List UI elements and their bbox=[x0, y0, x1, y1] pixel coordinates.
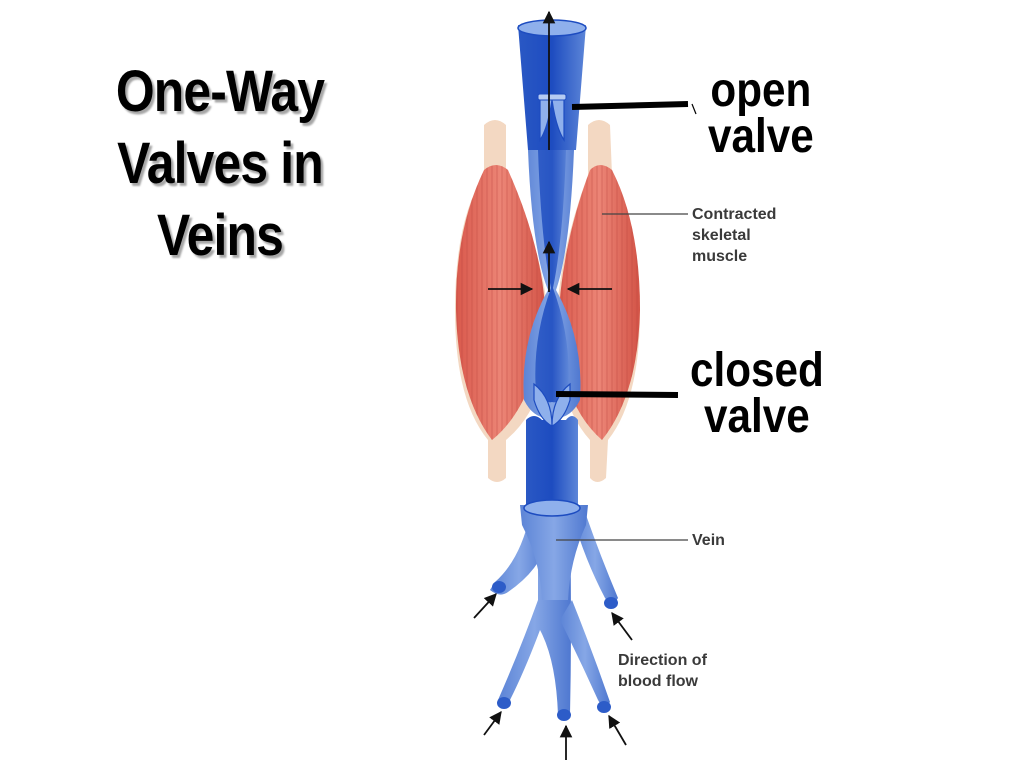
label-closed-valve: closed valve bbox=[690, 344, 824, 443]
label-contracted-muscle: Contracted skeletal muscle bbox=[692, 204, 776, 267]
arrow-inflow-1 bbox=[473, 593, 497, 619]
leader-closed-valve bbox=[555, 391, 679, 398]
label-direction-line-1: Direction of bbox=[618, 652, 707, 669]
label-open-valve-line-1: open bbox=[710, 64, 812, 117]
label-direction-line-2: blood flow bbox=[618, 673, 698, 690]
slide-title: One-Way Valves in Veins bbox=[82, 56, 357, 272]
flow-arrows bbox=[473, 10, 633, 760]
label-muscle-line-2: skeletal bbox=[692, 227, 751, 244]
label-vein: Vein bbox=[692, 530, 725, 551]
title-line-2: Valves in bbox=[117, 131, 324, 196]
label-closed-valve-line-1: closed bbox=[690, 344, 824, 397]
label-muscle-line-1: Contracted bbox=[692, 206, 777, 223]
vein bbox=[490, 19, 618, 721]
title-line-1: One-Way bbox=[115, 59, 325, 124]
arrow-inflow-2 bbox=[611, 611, 633, 641]
title-line-3: Veins bbox=[156, 203, 284, 268]
arrow-inflow-5 bbox=[608, 714, 627, 746]
leader-lines bbox=[555, 101, 697, 541]
label-closed-valve-line-2: valve bbox=[704, 390, 810, 443]
leader-open-valve bbox=[571, 101, 689, 110]
arrow-inflow-3 bbox=[483, 710, 502, 736]
label-direction-of-flow: Direction of blood flow bbox=[618, 650, 707, 692]
label-muscle-line-3: muscle bbox=[692, 248, 748, 265]
label-vein-text: Vein bbox=[692, 532, 725, 549]
label-open-valve: open valve bbox=[708, 64, 814, 163]
label-open-valve-line-2: valve bbox=[708, 110, 814, 163]
